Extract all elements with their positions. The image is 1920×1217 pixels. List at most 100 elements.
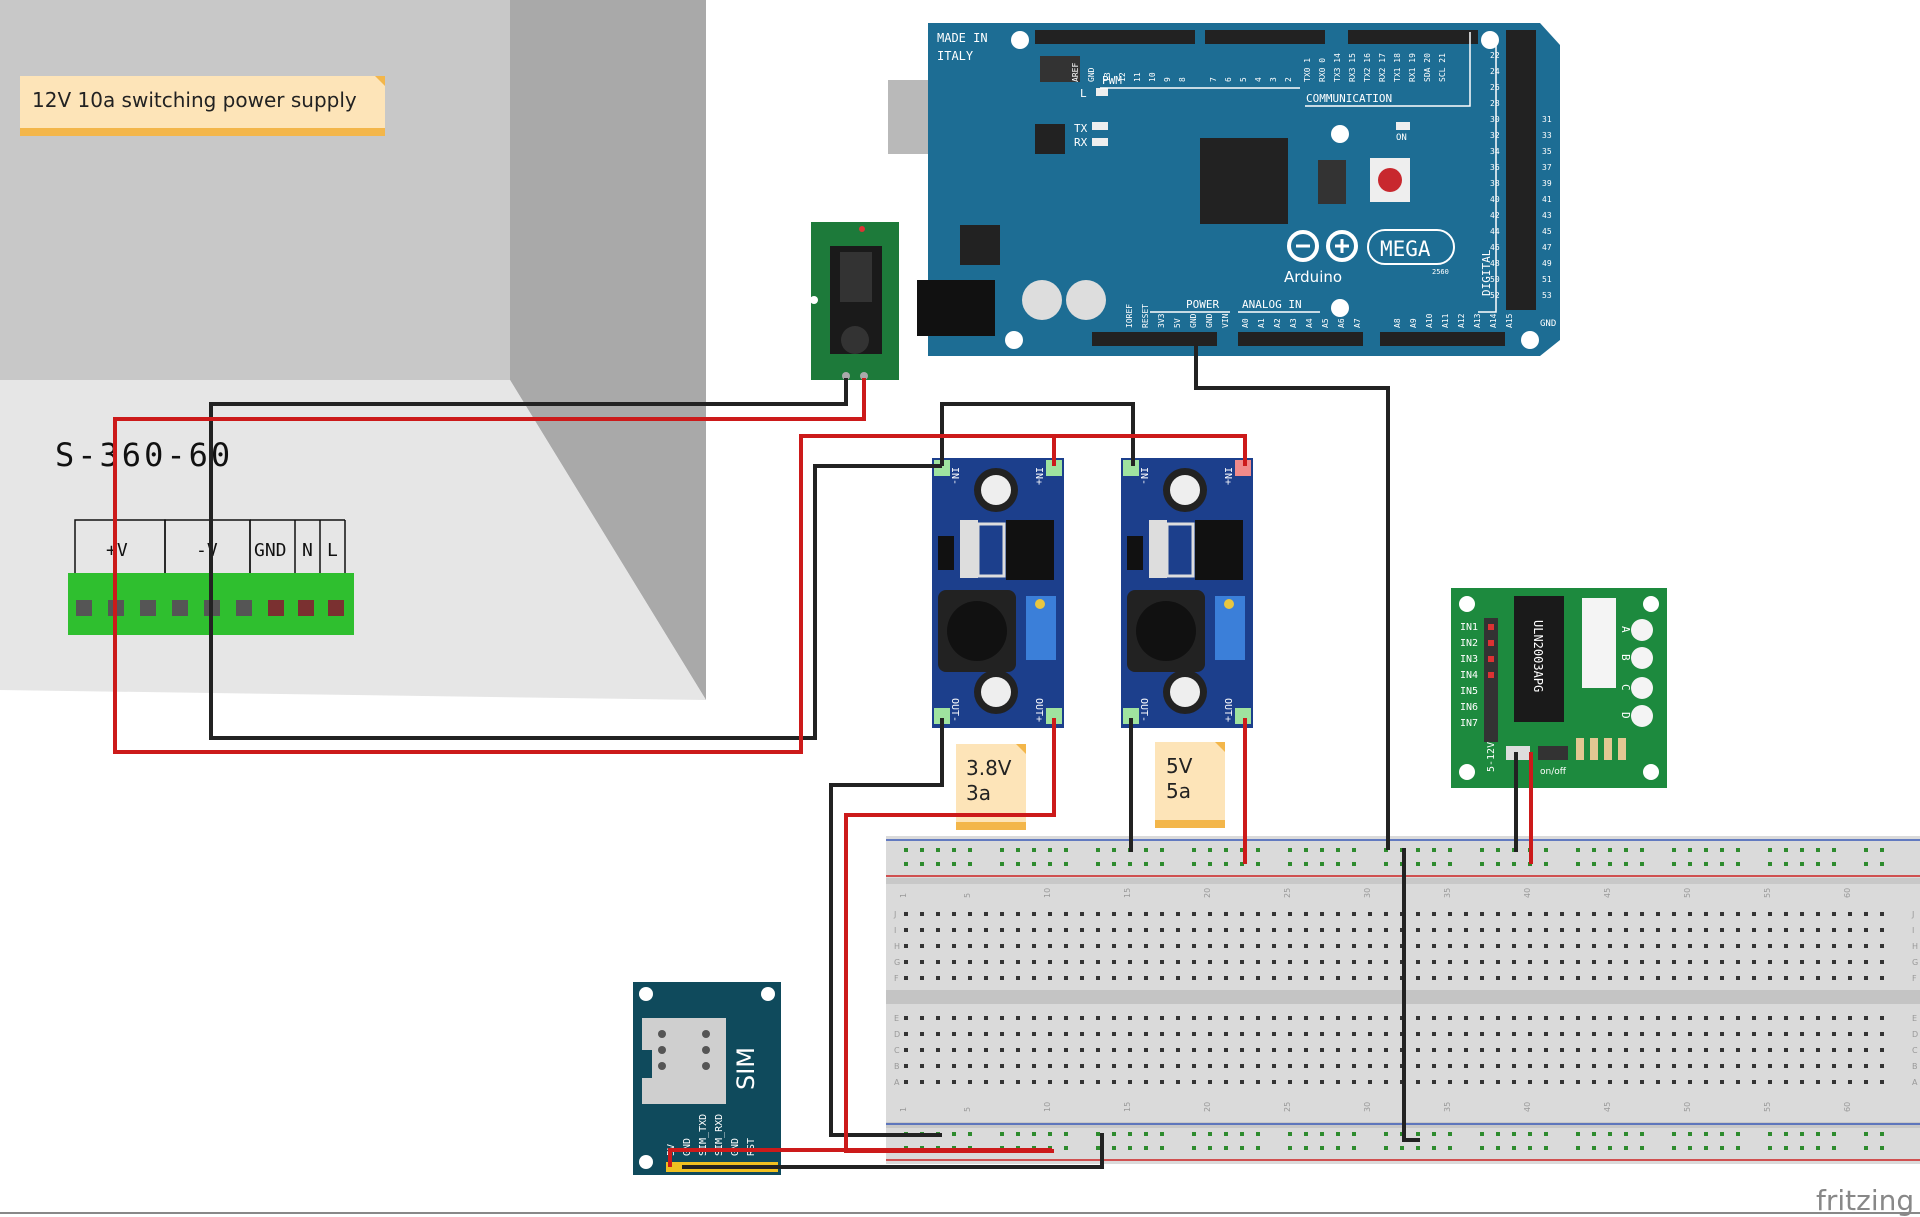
rail-hole[interactable] [1448,1146,1452,1150]
breadboard-hole[interactable] [1048,928,1052,932]
rail-hole[interactable] [1736,1146,1740,1150]
rail-hole[interactable] [936,862,940,866]
rail-hole[interactable] [1608,1146,1612,1150]
breadboard-hole[interactable] [1880,1032,1884,1036]
rail-hole[interactable] [1320,1132,1324,1136]
breadboard-hole[interactable] [920,960,924,964]
breadboard-hole[interactable] [936,1064,940,1068]
breadboard-hole[interactable] [1480,976,1484,980]
breadboard-hole[interactable] [1256,960,1260,964]
breadboard-hole[interactable] [1096,912,1100,916]
breadboard-hole[interactable] [1576,1016,1580,1020]
rail-hole[interactable] [1096,862,1100,866]
rail-hole[interactable] [1240,862,1244,866]
breadboard-hole[interactable] [904,1032,908,1036]
breadboard-hole[interactable] [1880,944,1884,948]
breadboard-hole[interactable] [1272,960,1276,964]
breadboard-hole[interactable] [1224,960,1228,964]
rail-hole[interactable] [1576,848,1580,852]
breadboard-hole[interactable] [1288,928,1292,932]
breadboard-hole[interactable] [1688,976,1692,980]
breadboard-hole[interactable] [1752,1016,1756,1020]
breadboard-hole[interactable] [1560,1080,1564,1084]
breadboard-hole[interactable] [1800,1064,1804,1068]
breadboard-hole[interactable] [1528,960,1532,964]
breadboard-hole[interactable] [1672,1016,1676,1020]
breadboard-hole[interactable] [1384,1048,1388,1052]
breadboard-hole[interactable] [1112,944,1116,948]
breadboard-hole[interactable] [1768,976,1772,980]
breadboard-hole[interactable] [1416,1080,1420,1084]
breadboard-hole[interactable] [1784,1032,1788,1036]
breadboard-hole[interactable] [952,960,956,964]
breadboard-hole[interactable] [1864,960,1868,964]
breadboard-hole[interactable] [1656,1032,1660,1036]
breadboard-hole[interactable] [1512,944,1516,948]
rail-hole[interactable] [1416,862,1420,866]
rail-hole[interactable] [1000,862,1004,866]
rail-hole[interactable] [1768,1146,1772,1150]
rail-hole[interactable] [1768,848,1772,852]
breadboard-hole[interactable] [1704,912,1708,916]
breadboard-hole[interactable] [920,1016,924,1020]
breadboard-hole[interactable] [1848,976,1852,980]
breadboard-hole[interactable] [1640,960,1644,964]
rail-hole[interactable] [1784,848,1788,852]
breadboard-hole[interactable] [1416,976,1420,980]
breadboard-hole[interactable] [1640,1080,1644,1084]
breadboard-hole[interactable] [1720,928,1724,932]
breadboard-hole[interactable] [1336,928,1340,932]
breadboard-hole[interactable] [1768,1080,1772,1084]
rail-hole[interactable] [1640,1146,1644,1150]
breadboard-hole[interactable] [1048,1048,1052,1052]
rail-hole[interactable] [1416,1132,1420,1136]
breadboard-hole[interactable] [1752,1032,1756,1036]
rail-hole[interactable] [1144,862,1148,866]
breadboard-hole[interactable] [1592,976,1596,980]
rail-hole[interactable] [904,848,908,852]
breadboard-hole[interactable] [1592,944,1596,948]
breadboard-hole[interactable] [1224,912,1228,916]
breadboard-hole[interactable] [1720,1032,1724,1036]
breadboard-hole[interactable] [1368,1064,1372,1068]
breadboard-hole[interactable] [1768,928,1772,932]
breadboard-hole[interactable] [1224,1080,1228,1084]
breadboard-hole[interactable] [1656,928,1660,932]
breadboard-hole[interactable] [1800,976,1804,980]
breadboard-hole[interactable] [1672,1064,1676,1068]
breadboard-hole[interactable] [1448,976,1452,980]
rail-hole[interactable] [1016,862,1020,866]
breadboard-hole[interactable] [1080,928,1084,932]
breadboard-hole[interactable] [1688,1032,1692,1036]
rail-hole[interactable] [1880,862,1884,866]
breadboard-hole[interactable] [1192,1048,1196,1052]
breadboard-hole[interactable] [1144,1080,1148,1084]
rail-hole[interactable] [1640,1132,1644,1136]
breadboard-hole[interactable] [1240,976,1244,980]
breadboard-hole[interactable] [952,944,956,948]
breadboard-hole[interactable] [1272,1016,1276,1020]
breadboard-hole[interactable] [1000,976,1004,980]
breadboard-hole[interactable] [1880,1048,1884,1052]
breadboard-hole[interactable] [1416,928,1420,932]
breadboard-hole[interactable] [1832,1064,1836,1068]
rail-hole[interactable] [936,848,940,852]
rail-hole[interactable] [952,862,956,866]
rail-hole[interactable] [1784,862,1788,866]
breadboard-hole[interactable] [936,928,940,932]
breadboard-hole[interactable] [984,1048,988,1052]
breadboard-hole[interactable] [1208,944,1212,948]
breadboard-hole[interactable] [1336,1080,1340,1084]
breadboard-hole[interactable] [1272,1064,1276,1068]
breadboard-hole[interactable] [1048,912,1052,916]
breadboard-hole[interactable] [1176,976,1180,980]
breadboard-hole[interactable] [1784,944,1788,948]
breadboard-hole[interactable] [1544,1016,1548,1020]
breadboard-hole[interactable] [1832,976,1836,980]
breadboard-hole[interactable] [1304,1080,1308,1084]
breadboard-hole[interactable] [1192,960,1196,964]
breadboard-hole[interactable] [1480,928,1484,932]
breadboard-hole[interactable] [1016,928,1020,932]
rail-hole[interactable] [1144,1132,1148,1136]
breadboard-hole[interactable] [1368,912,1372,916]
